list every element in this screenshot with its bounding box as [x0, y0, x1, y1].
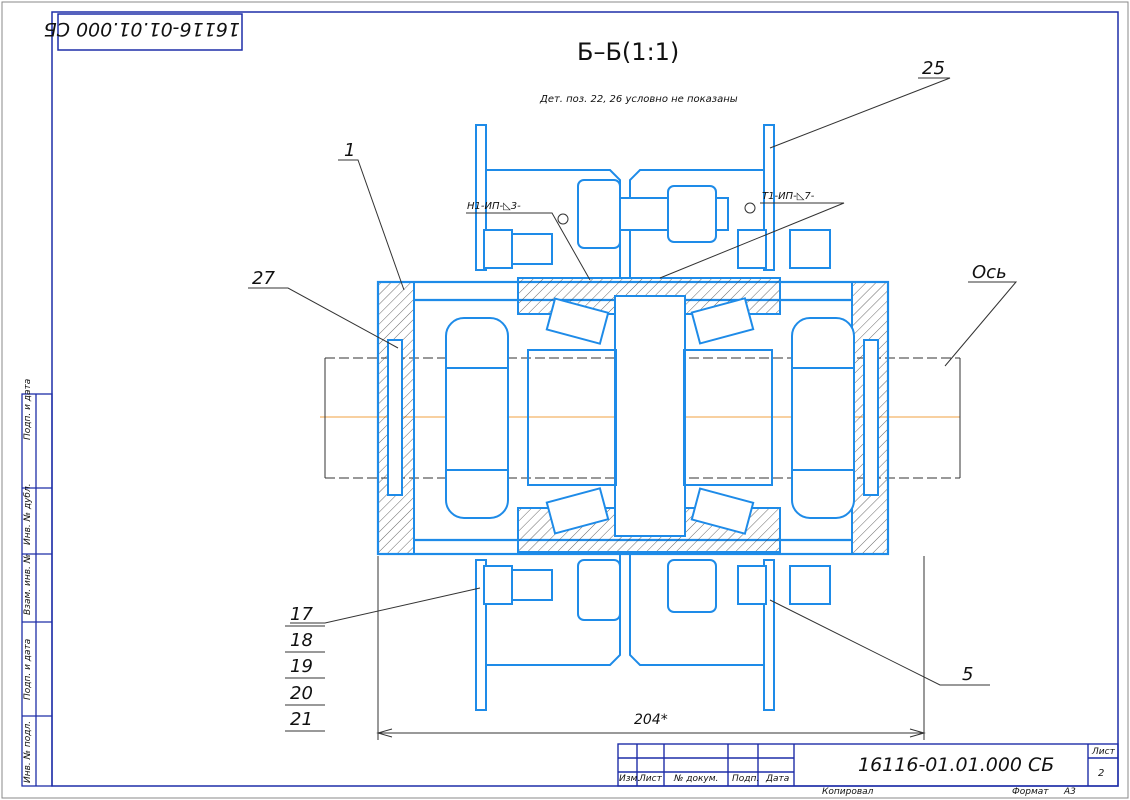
tb-sheet-number: 2: [1098, 768, 1105, 779]
callout-27: 27: [252, 268, 275, 289]
side-stamp-label-4: Подп. и дата: [23, 638, 33, 700]
tb-sheet-label: Лист: [1092, 747, 1115, 757]
leader-lines: [248, 77, 1018, 686]
tb-col-date: Дата: [766, 774, 790, 784]
callout-1: 1: [344, 140, 356, 161]
title-block: [617, 743, 1119, 787]
callout-19: 19: [290, 656, 313, 677]
drawing-note: Дет. поз. 22, 26 условно не показаны: [540, 94, 738, 105]
rotated-stamp-text: 16116-01.01.000 СБ: [43, 18, 240, 40]
callout-21: 21: [290, 709, 313, 730]
dimension-line: [376, 556, 926, 740]
side-stamp-label-5: Инв. № подл.: [23, 720, 33, 783]
weld-marker-right: [744, 202, 756, 214]
callout-18: 18: [290, 630, 313, 651]
castle-nuts: [445, 317, 855, 519]
central-bolt: [577, 179, 729, 621]
callout-5: 5: [962, 664, 974, 685]
tb-format-value: А3: [1064, 787, 1076, 797]
tb-format-label: Формат: [1012, 787, 1049, 797]
sheet-frame: [51, 11, 1119, 787]
side-stamp-label-2: Инв. № дубл.: [23, 483, 33, 545]
tb-col-sign: Подп.: [732, 774, 760, 784]
tb-col-doc: № докум.: [674, 774, 719, 784]
weld-symbol-right: Т1-ИП-◺7-: [762, 191, 815, 202]
hub-core: [614, 295, 686, 537]
left-slot: [387, 339, 403, 496]
callout-25: 25: [922, 58, 945, 79]
section-title: Б–Б(1:1): [577, 38, 680, 66]
weld-symbol-left: Н1-ИП-◺3-: [467, 201, 521, 212]
callout-20: 20: [290, 683, 313, 704]
tb-col-izm: Изм.: [619, 774, 641, 784]
tb-copied: Копировал: [822, 787, 874, 797]
tb-col-list: Лист: [639, 774, 662, 784]
dimension-value: 204*: [634, 712, 668, 728]
hub-inner-left: [527, 349, 617, 486]
side-bolts: [483, 229, 831, 605]
tb-designation: 16116-01.01.000 СБ: [858, 754, 1055, 776]
callout-17: 17: [290, 604, 313, 625]
hub-inner-right: [683, 349, 773, 486]
right-slot: [863, 339, 879, 496]
weld-marker-left: [557, 213, 569, 225]
side-stamp-label-1: Подп. и дата: [23, 378, 33, 440]
bearing-rollers: [545, 297, 755, 535]
side-stamp: [21, 393, 53, 787]
callout-list-lines: [285, 625, 325, 732]
side-stamp-label-3: Взам. инв. №: [23, 553, 33, 615]
rotated-stamp-box: [57, 13, 243, 51]
callout-axis: Ось: [972, 262, 1007, 283]
